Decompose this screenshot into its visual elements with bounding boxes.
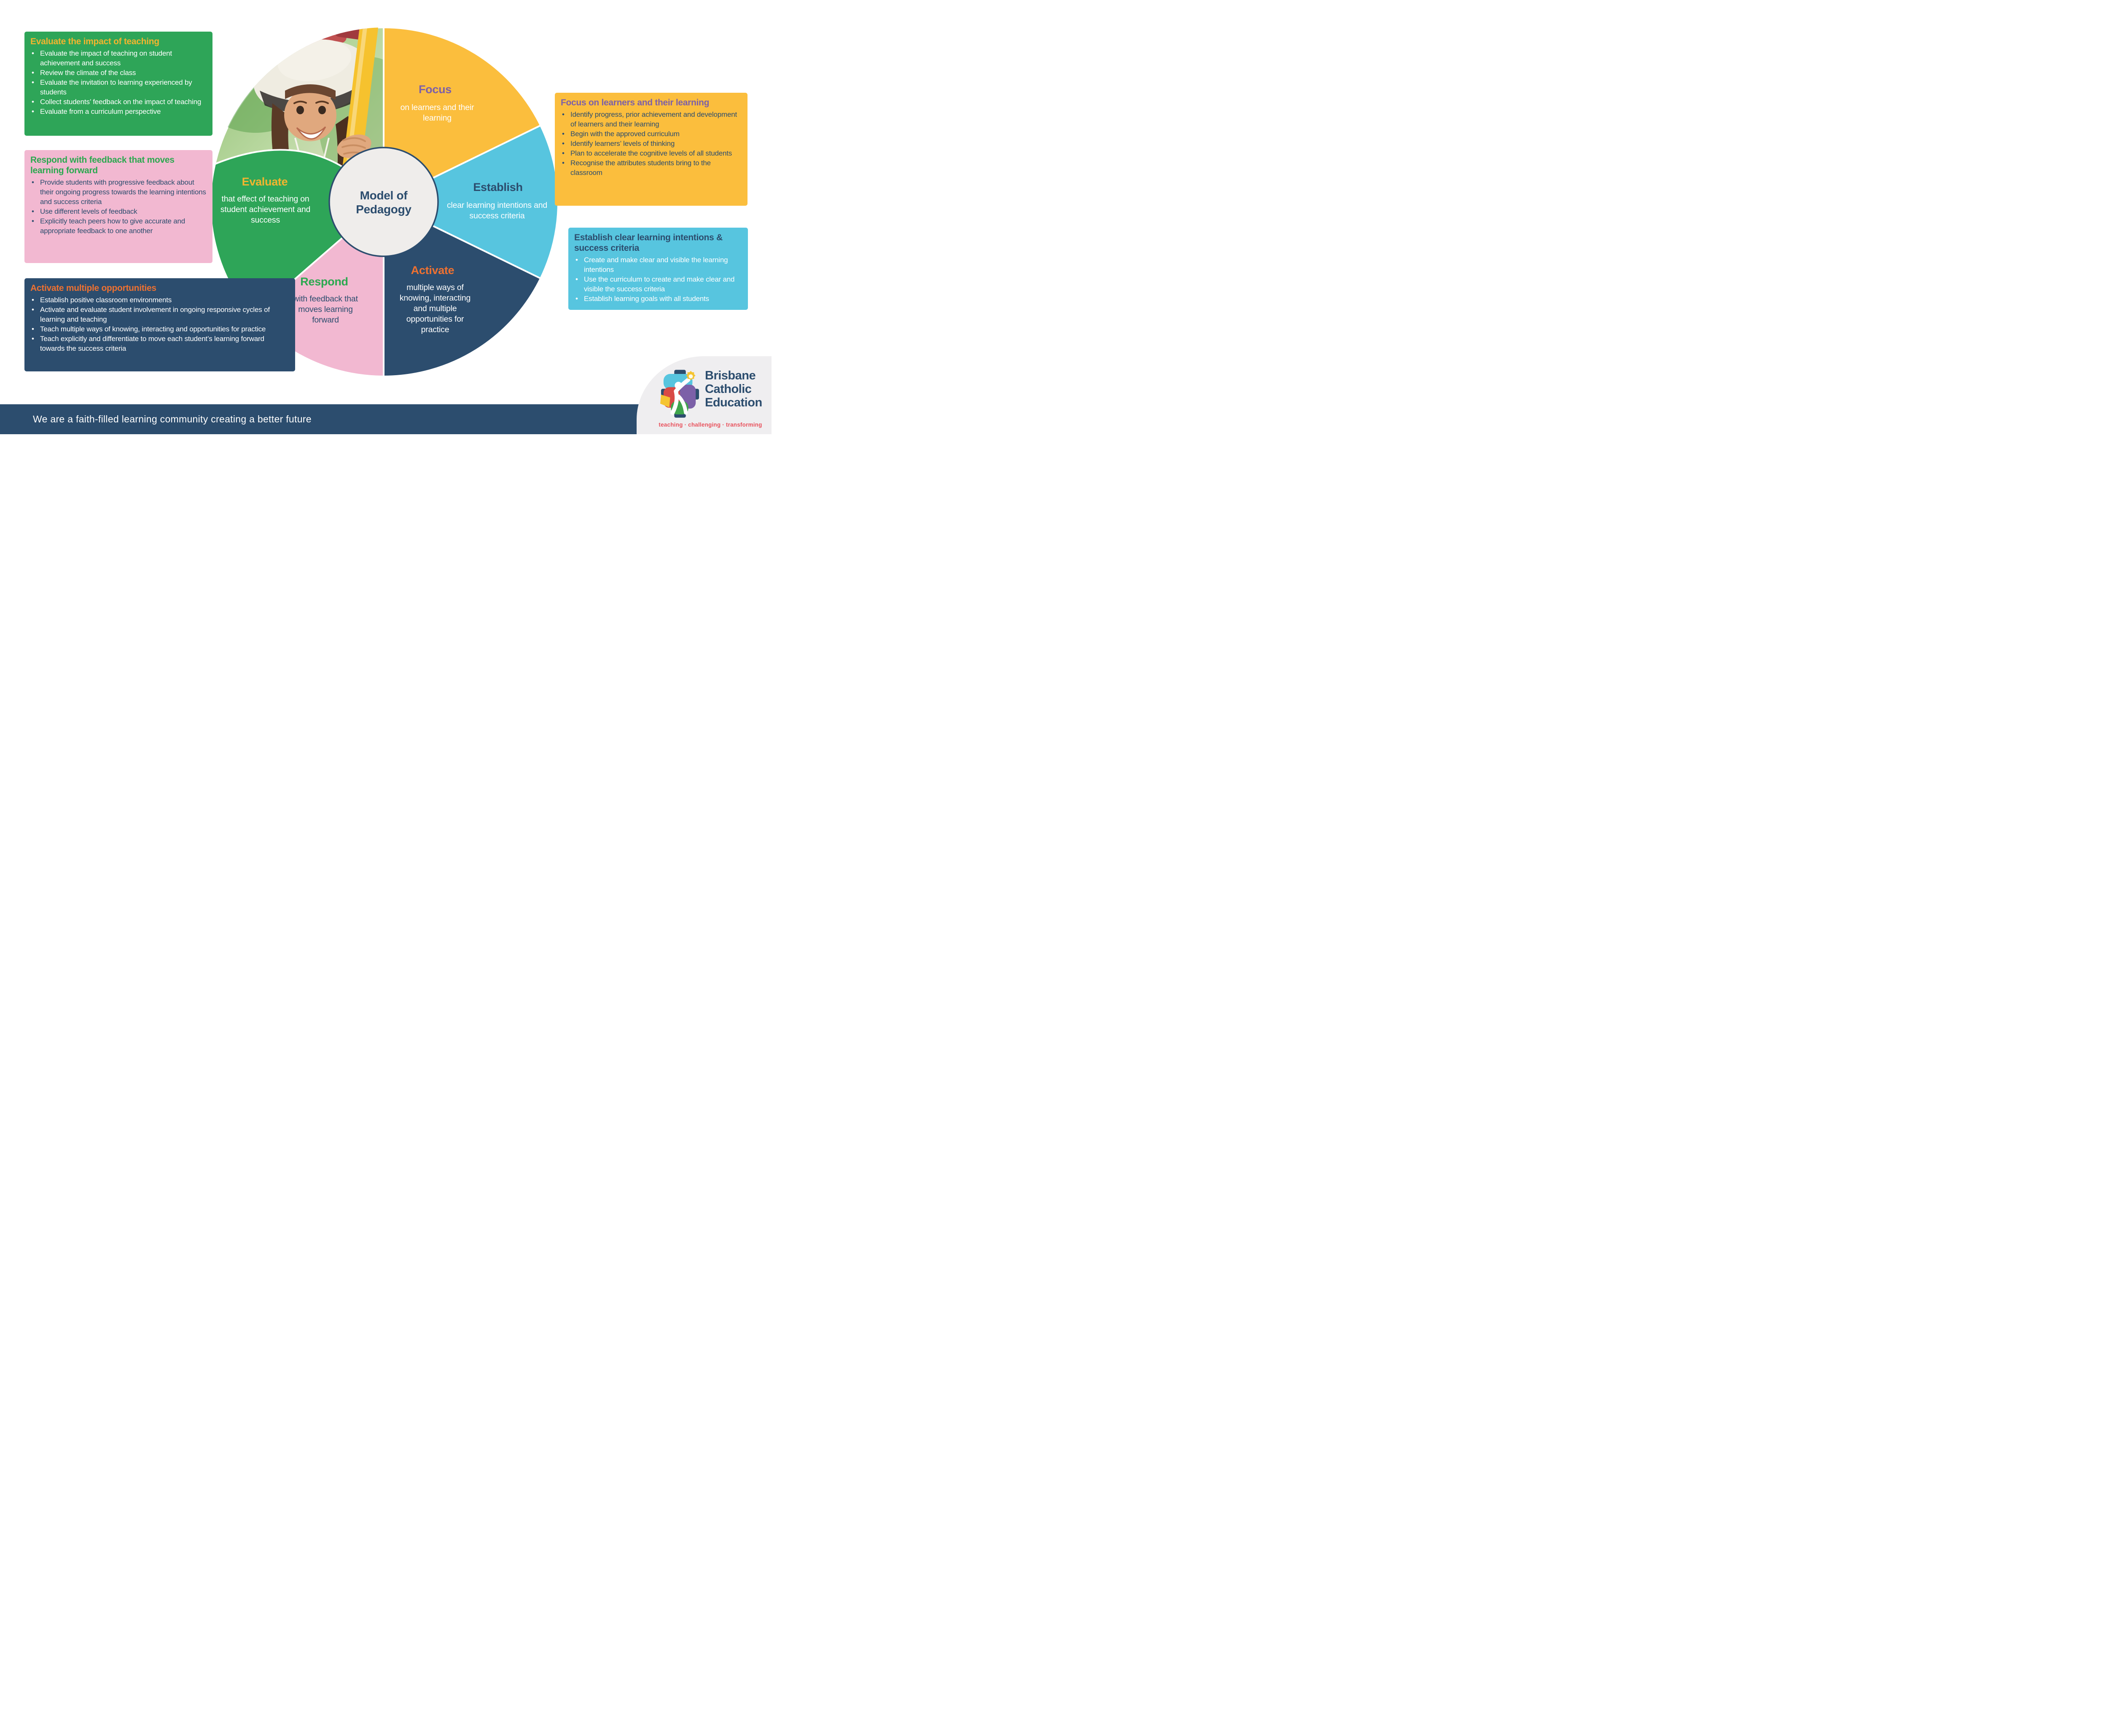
box-focus-title: Focus on learners and their learning [561, 98, 710, 107]
box-focus-learners: Focus on learners and their learning Ide… [555, 93, 747, 206]
box-focus-bullets: Identify progress, prior achievement and… [561, 110, 742, 177]
box-respond-feedback: Respond with feedback that moves learnin… [24, 150, 212, 263]
footer-tagline: We are a faith-filled learning community… [33, 414, 312, 425]
logo-name-line3: Education [705, 396, 762, 409]
bullet-item: Provide students with progressive feedba… [30, 177, 207, 207]
bullet-item: Establish learning goals with all studen… [574, 294, 742, 304]
bullet-item: Recognise the attributes students bring … [561, 158, 742, 177]
box-respond-title: Respond with feedback that moves learnin… [30, 155, 175, 175]
pedagogy-wheel [210, 27, 558, 376]
box-activate-bullets: Establish positive classroom environment… [30, 295, 289, 353]
bullet-dot [30, 68, 40, 78]
box-establish-intentions: Establish clear learning intentions & su… [568, 228, 748, 310]
bullet-dot [30, 324, 40, 334]
bullet-dot [574, 294, 584, 304]
box-evaluate-title: Evaluate the impact of teaching [30, 37, 159, 46]
bce-logo-name: Brisbane Catholic Education [705, 369, 762, 409]
bce-logo-panel: Brisbane Catholic Education teaching · c… [637, 356, 772, 434]
bullet-dot [561, 139, 570, 148]
bullet-dot [574, 255, 584, 274]
bullet-dot [30, 305, 40, 324]
bullet-item: Establish positive classroom environment… [30, 295, 289, 305]
logo-name-line2: Catholic [705, 382, 752, 396]
bce-logo-emblem [660, 370, 699, 418]
bullet-dot [30, 78, 40, 97]
bullet-dot [30, 207, 40, 216]
bullet-dot [30, 97, 40, 107]
bullet-dot [30, 334, 40, 353]
bullet-item: Identify progress, prior achievement and… [561, 110, 742, 129]
bullet-item: Create and make clear and visible the le… [574, 255, 742, 274]
bullet-dot [561, 110, 570, 129]
box-evaluate-bullets: Evaluate the impact of teaching on stude… [30, 48, 207, 116]
bullet-dot [30, 48, 40, 68]
sector-activate [383, 201, 542, 376]
center-circle [328, 147, 439, 257]
bullet-dot [30, 107, 40, 116]
bullet-item: Evaluate from a curriculum perspective [30, 107, 207, 116]
box-establish-bullets: Create and make clear and visible the le… [574, 255, 742, 304]
box-establish-title: Establish clear learning intentions & su… [574, 233, 723, 253]
logo-name-line1: Brisbane [705, 369, 756, 382]
wheel-center-label: Model of Pedagogy [356, 189, 411, 216]
bullet-dot [30, 216, 40, 236]
bullet-dot [561, 148, 570, 158]
bullet-item: Teach multiple ways of knowing, interact… [30, 324, 289, 334]
sun-icon [686, 371, 696, 380]
bullet-item: Use different levels of feedback [30, 207, 207, 216]
box-evaluate-impact: Evaluate the impact of teaching Evaluate… [24, 32, 212, 136]
bullet-dot [30, 295, 40, 305]
box-respond-bullets: Provide students with progressive feedba… [30, 177, 207, 236]
bullet-item: Teach explicitly and differentiate to mo… [30, 334, 289, 353]
bullet-item: Plan to accelerate the cognitive levels … [561, 148, 742, 158]
bullet-item: Begin with the approved curriculum [561, 129, 742, 139]
bullet-item: Evaluate the impact of teaching on stude… [30, 48, 207, 68]
bullet-item: Explicitly teach peers how to give accur… [30, 216, 207, 236]
bullet-dot [561, 158, 570, 177]
box-activate-title: Activate multiple opportunities [30, 283, 156, 293]
bullet-item: Activate and evaluate student involvemen… [30, 305, 289, 324]
sector-focus [383, 27, 542, 203]
bce-logo-tagline: teaching · challenging · transforming [659, 422, 762, 428]
bullet-dot [574, 274, 584, 294]
box-activate-opportunities: Activate multiple opportunities Establis… [24, 278, 295, 371]
bullet-item: Collect students’ feedback on the impact… [30, 97, 207, 107]
bullet-item: Identify learners’ levels of thinking [561, 139, 742, 148]
bullet-dot [30, 177, 40, 207]
bullet-item: Use the curriculum to create and make cl… [574, 274, 742, 294]
bullet-item: Evaluate the invitation to learning expe… [30, 78, 207, 97]
bullet-item: Review the climate of the class [30, 68, 207, 78]
bullet-dot [561, 129, 570, 139]
poster-canvas: Model of Pedagogy Focus on learners and … [0, 0, 772, 434]
